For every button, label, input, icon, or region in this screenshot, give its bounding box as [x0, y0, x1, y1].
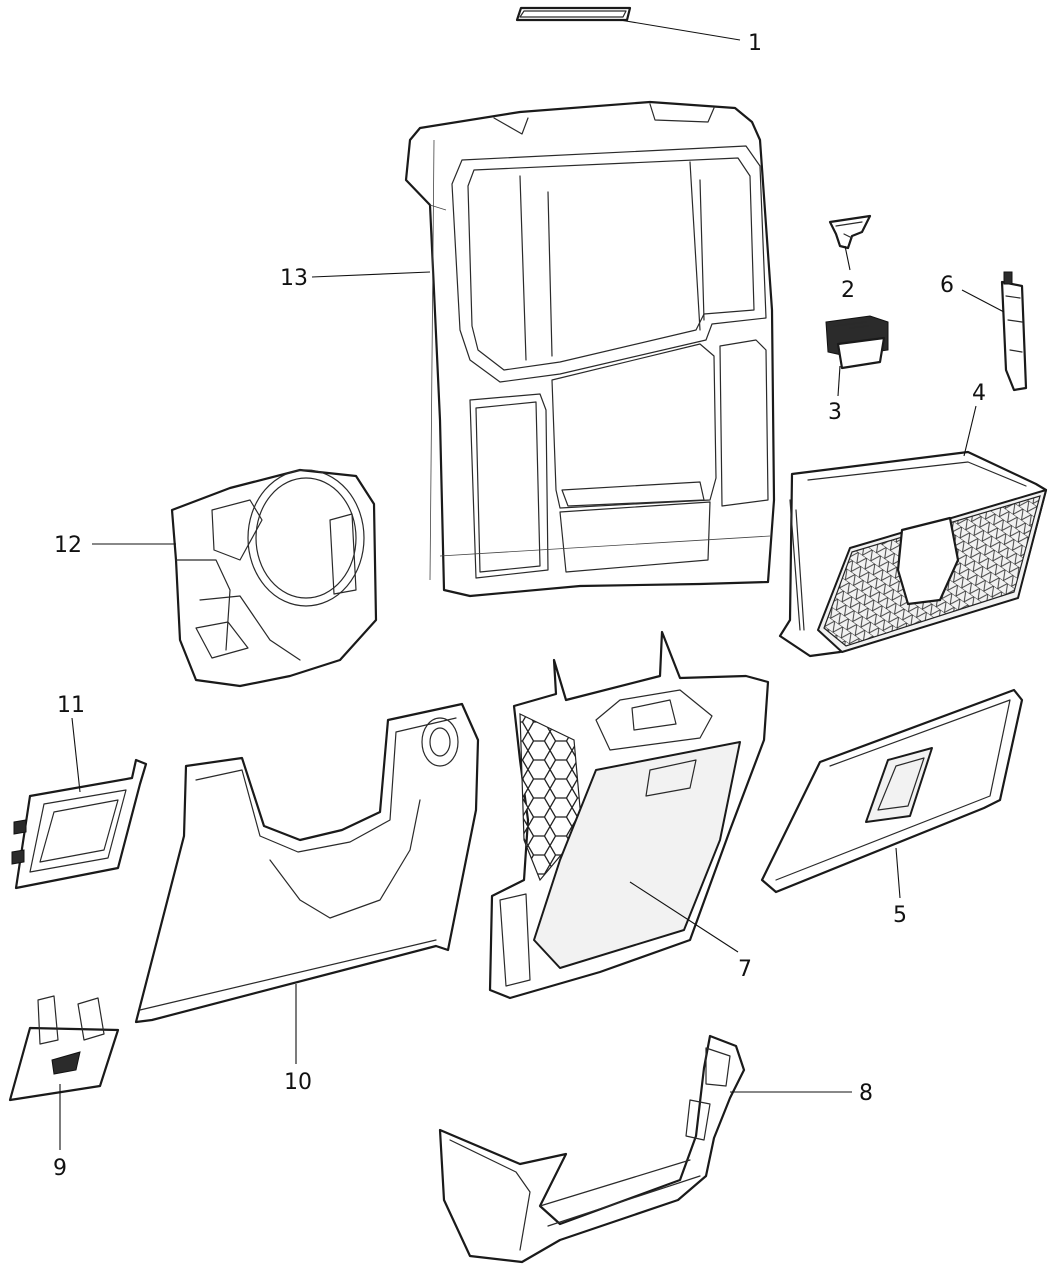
part-11-switch-bezel — [11, 758, 148, 890]
part-13-center-bezel — [404, 100, 776, 598]
callout-3: 3 — [828, 400, 842, 425]
leader-4 — [963, 405, 977, 457]
leader-3 — [837, 365, 841, 397]
leader-13 — [311, 271, 431, 278]
part-4-storage-bin — [778, 450, 1048, 658]
callout-10: 10 — [284, 1070, 312, 1095]
leader-5 — [895, 847, 901, 899]
callout-11: 11 — [57, 693, 85, 718]
callout-1: 1 — [748, 31, 762, 56]
callout-12: 12 — [54, 533, 82, 558]
callout-6: 6 — [940, 273, 954, 298]
part-1-trim-plate — [515, 6, 632, 22]
part-7-center-stack-panel — [488, 630, 770, 1000]
callout-8: 8 — [859, 1081, 873, 1106]
part-5-glove-box-door — [760, 688, 1024, 894]
callout-13: 13 — [280, 266, 308, 291]
leader-1 — [619, 19, 741, 41]
leader-11 — [71, 717, 81, 793]
callout-labels: 1 2 3 4 5 6 7 8 9 10 11 12 13 — [53, 31, 986, 1181]
part-2-clip — [828, 214, 872, 250]
callout-2: 2 — [841, 278, 855, 303]
callout-4: 4 — [972, 381, 986, 406]
leader-2 — [844, 245, 851, 271]
callout-9: 9 — [53, 1156, 67, 1181]
part-3-switch-module — [825, 315, 889, 370]
part-9-latch-panel — [8, 995, 120, 1102]
part-6-bracket — [1000, 271, 1028, 392]
part-8-lower-trim — [438, 1034, 746, 1264]
callout-7: 7 — [738, 957, 752, 982]
part-12-steering-shroud — [170, 468, 378, 688]
leader-lines — [59, 19, 1005, 1150]
callout-5: 5 — [893, 903, 907, 928]
leader-6 — [961, 289, 1005, 313]
part-10-knee-panel — [134, 702, 480, 1024]
leader-7 — [629, 881, 739, 953]
